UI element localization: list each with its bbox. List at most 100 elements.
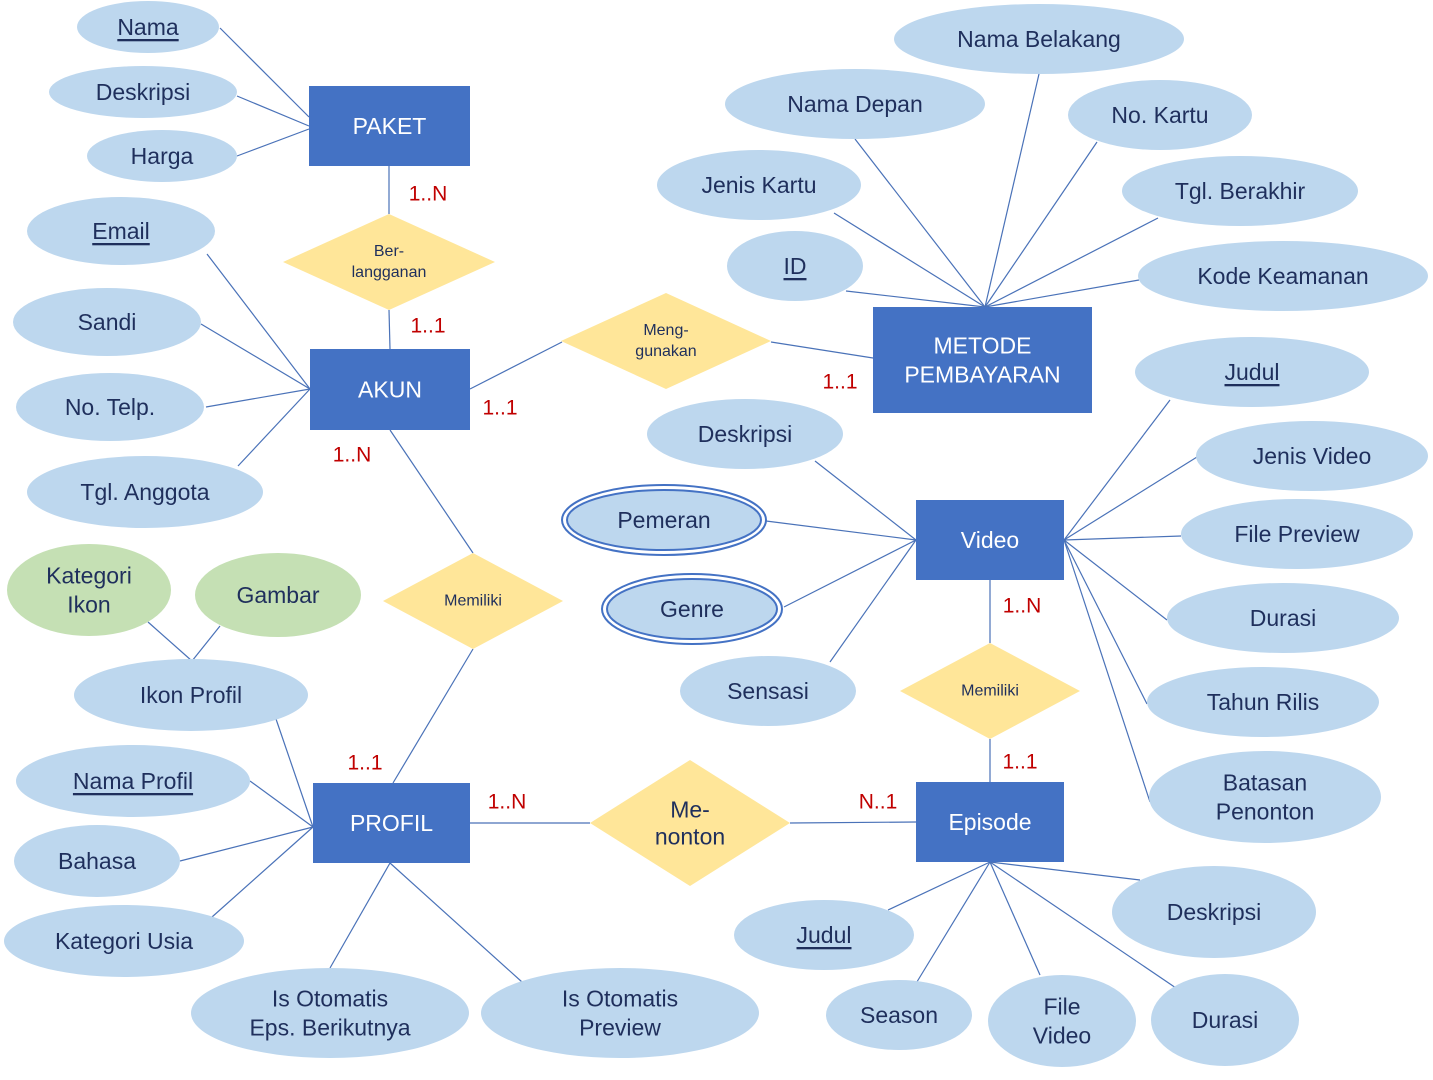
- entity-profil: PROFIL: [313, 783, 470, 863]
- attribute-ellipse: [1151, 974, 1299, 1066]
- attribute-paket-nama: Nama: [77, 1, 219, 53]
- attribute-ellipse: [49, 66, 237, 118]
- attribute-label: Gambar: [236, 582, 319, 608]
- connector-line: [833, 212, 986, 308]
- attribute-ellipse: [191, 968, 469, 1058]
- attribute-ellipse: [87, 130, 237, 182]
- entity-box: [309, 86, 470, 166]
- connector-line: [179, 826, 314, 862]
- attribute-label: Nama Depan: [787, 91, 923, 117]
- connector-line: [854, 138, 986, 308]
- attribute-gambar: Gambar: [195, 553, 361, 637]
- attribute-label-line-1: File: [1043, 994, 1080, 1020]
- attribute-ellipse: [1112, 866, 1316, 958]
- attribute-label-line-1: Kategori: [46, 563, 132, 589]
- relationship-label-line-2: gunakan: [635, 343, 696, 360]
- attribute-label: Genre: [660, 596, 724, 622]
- attribute-label: File Preview: [1234, 521, 1360, 547]
- attribute-metode-id: ID: [727, 231, 863, 301]
- attribute-label: Durasi: [1192, 1007, 1258, 1033]
- attribute-label: Judul: [1225, 359, 1280, 385]
- relationship-diamond: [590, 760, 790, 886]
- attribute-ellipse: [1167, 583, 1399, 653]
- entity-video: Video: [916, 500, 1064, 580]
- attribute-pemeran: Pemeran: [561, 484, 767, 556]
- connector-line: [275, 718, 314, 828]
- cardinality-episode-memiliki: 1..1: [1002, 751, 1037, 774]
- attribute-jenis-kartu: Jenis Kartu: [657, 150, 861, 220]
- relationship-label-line-2: langganan: [352, 264, 427, 281]
- connector-line: [984, 141, 1098, 308]
- relationship-label-line-2: nonton: [655, 824, 725, 850]
- entity-akun: AKUN: [310, 349, 470, 430]
- relationship-label-line-1: Ber-: [374, 243, 404, 260]
- attribute-nama-profil: Nama Profil: [16, 745, 250, 817]
- entity-label-line-1: METODE: [934, 333, 1032, 359]
- connector-line: [989, 861, 1041, 976]
- attribute-label: Deskripsi: [1167, 899, 1262, 925]
- attribute-season: Season: [826, 980, 972, 1050]
- attribute-label: ID: [784, 253, 807, 279]
- relationship-memiliki-video: Memiliki: [900, 643, 1080, 739]
- attribute-kategori-usia: Kategori Usia: [4, 905, 244, 977]
- entity-label: AKUN: [358, 377, 422, 403]
- attribute-ellipse: [27, 456, 263, 528]
- cardinality-paket-berlangganan: 1..N: [409, 183, 448, 206]
- attribute-label: Deskripsi: [96, 79, 191, 105]
- connector-line: [845, 290, 986, 308]
- entity-label: PROFIL: [350, 810, 433, 836]
- attribute-label: Tgl. Anggota: [80, 479, 209, 505]
- cardinality-episode-menonton: N..1: [859, 791, 898, 814]
- attribute-ellipse: [727, 231, 863, 301]
- attribute-akun-email: Email: [27, 197, 215, 265]
- cardinality-metode-menggunakan: 1..1: [822, 371, 857, 394]
- attribute-bahasa: Bahasa: [14, 825, 180, 897]
- attribute-label: Email: [92, 218, 150, 244]
- connector-line: [219, 27, 310, 118]
- attribute-label: Nama Profil: [73, 768, 193, 794]
- attribute-label: Harga: [131, 143, 194, 169]
- connector-line: [205, 388, 311, 408]
- attribute-ellipse: [14, 825, 180, 897]
- relationship-label: Memiliki: [961, 683, 1019, 700]
- attribute-ellipse: [7, 544, 171, 636]
- connector-line: [887, 861, 991, 911]
- attribute-ellipse: [1181, 499, 1413, 569]
- connector-line: [237, 388, 311, 467]
- attribute-label-line-2: Preview: [579, 1015, 661, 1041]
- entity-label-line-2: PEMBAYARAN: [904, 362, 1060, 388]
- attribute-ellipse: [27, 197, 215, 265]
- connector-line: [389, 862, 523, 983]
- attribute-label: Kode Keamanan: [1197, 263, 1368, 289]
- connector-line: [236, 128, 310, 157]
- attribute-ellipse: [13, 288, 201, 356]
- cardinality-akun-berlangganan: 1..1: [410, 315, 445, 338]
- connector-line: [1063, 399, 1171, 541]
- attribute-ellipse: [647, 399, 843, 469]
- relationship-memiliki-akun: Memiliki: [383, 553, 563, 649]
- connector-lines: [147, 27, 1198, 991]
- attribute-label-line-2: Penonton: [1216, 799, 1314, 825]
- relationship-label-line-1: Meng-: [643, 322, 688, 339]
- multivalued-inner-ellipse: [606, 578, 778, 640]
- cardinality-profil-menonton: 1..N: [488, 791, 527, 814]
- attribute-episode-judul: Judul: [734, 900, 914, 970]
- attribute-ellipse: [481, 968, 759, 1058]
- entity-box: [310, 349, 470, 430]
- attribute-label: Sandi: [78, 309, 137, 335]
- entity-label: Video: [961, 527, 1019, 553]
- attribute-label-line-1: Is Otomatis: [272, 986, 388, 1012]
- relationship-diamond: [283, 214, 495, 310]
- relationship-berlangganan: Ber-langganan: [283, 214, 495, 310]
- attribute-ellipse: [1147, 667, 1379, 737]
- attribute-ellipse: [988, 975, 1136, 1067]
- attribute-jenis-video: Jenis Video: [1196, 421, 1428, 491]
- entity-paket: PAKET: [309, 86, 470, 166]
- connector-line: [1063, 539, 1148, 705]
- connector-line: [389, 429, 474, 554]
- relationship-diamond: [900, 643, 1080, 739]
- connector-line: [392, 648, 474, 784]
